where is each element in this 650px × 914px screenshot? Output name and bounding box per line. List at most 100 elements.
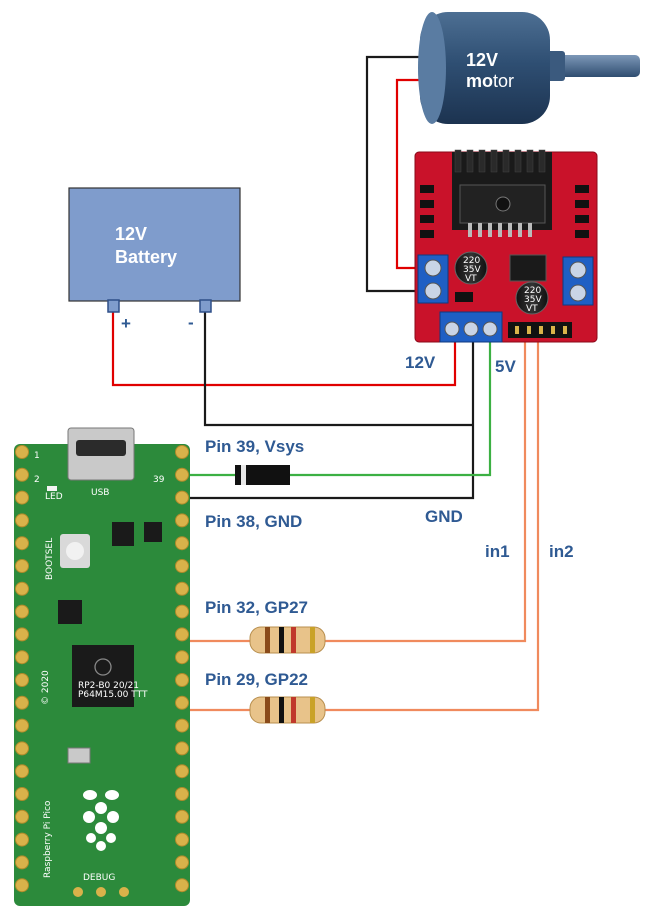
- driver-jumper: [455, 292, 473, 302]
- motor-red-wire: [395, 78, 424, 270]
- pico-pin-pad: [15, 764, 29, 779]
- battery-label-line1: 12V: [115, 224, 147, 244]
- svg-text:BOOTSEL: BOOTSEL: [45, 538, 55, 580]
- svg-text:39: 39: [153, 475, 165, 485]
- motor-body: [420, 12, 550, 124]
- pico-pin-pad: [15, 490, 29, 505]
- pico-pin-pad: [15, 513, 29, 528]
- pico-pin-pad: [15, 559, 29, 573]
- pin39-label: Pin 39, Vsys: [205, 437, 304, 456]
- battery-positive-terminal: [107, 299, 120, 313]
- resistor-in2: [249, 696, 326, 724]
- capacitor-1: [454, 251, 488, 285]
- battery-negative-wire: [203, 311, 473, 427]
- pico-pin-pad: [15, 718, 29, 733]
- driver-12v-label: 12V: [405, 353, 436, 372]
- motor: 12V motor: [418, 12, 640, 124]
- battery-minus-sign: -: [188, 313, 194, 332]
- pico-pin-pad: [175, 764, 189, 779]
- pico-pin-pad: [175, 787, 189, 801]
- svg-text:USB: USB: [91, 488, 109, 498]
- led: [47, 486, 57, 491]
- pico-pin-pad: [15, 809, 29, 824]
- diode: [235, 465, 290, 485]
- battery-body: [68, 187, 241, 302]
- pico-pin-pad: [15, 604, 29, 619]
- svg-text:220: 220: [463, 256, 480, 266]
- pico-pin-pad: [175, 627, 189, 642]
- pico-pin-pad: [15, 673, 29, 687]
- pico-pin-pad: [175, 467, 189, 482]
- raspberry-pi-pico: USB 1 2 39 LED BOOTSEL RP2-B0 20/21 P64M…: [14, 427, 190, 906]
- motor-shaft: [545, 55, 640, 77]
- motor-driver-board: 220 35V VT 220 35V VT: [414, 149, 598, 343]
- battery-label-line2: Battery: [115, 247, 177, 267]
- pico-pin-pad: [15, 787, 29, 801]
- svg-text:© 2020: © 2020: [41, 670, 51, 705]
- pico-pin-pad: [175, 559, 189, 573]
- in1-label: in1: [485, 542, 510, 561]
- pico-pin-pad: [175, 878, 189, 893]
- pico-pin-pad: [175, 604, 189, 619]
- pin38-label: Pin 38, GND: [205, 512, 302, 531]
- svg-text:2: 2: [34, 475, 40, 485]
- pico-pin-pad: [175, 581, 189, 596]
- motor-label-line2: motor: [466, 71, 514, 91]
- voltage-regulator: [509, 254, 547, 282]
- pico-pin-pad: [15, 536, 29, 551]
- pico-pin-pad: [15, 445, 29, 459]
- pico-pin-pad: [175, 490, 189, 505]
- svg-text:220: 220: [524, 286, 541, 296]
- pico-pin-pad: [175, 832, 189, 847]
- pico-pin-pad: [175, 650, 189, 665]
- battery-positive-wire: [111, 311, 457, 387]
- pico-pin-pad: [15, 581, 29, 596]
- pico-pin-pad: [15, 878, 29, 893]
- gnd-label: GND: [425, 507, 463, 526]
- pico-pin-pad: [15, 627, 29, 642]
- svg-text:P64M15.00 TTT: P64M15.00 TTT: [78, 690, 148, 700]
- pico-pin-pad: [15, 855, 29, 870]
- driver-gnd-wire: [185, 336, 475, 500]
- pico-pin-pad: [175, 673, 189, 687]
- svg-text:35V: 35V: [524, 295, 542, 305]
- resistor-in1: [249, 626, 326, 654]
- battery-plus-sign: +: [121, 314, 131, 333]
- motor-black-wire: [365, 55, 424, 293]
- driver-5v-label: 5V: [495, 357, 516, 376]
- svg-text:RP2-B0 20/21: RP2-B0 20/21: [78, 681, 139, 691]
- pico-pin-pad: [175, 445, 189, 459]
- raspberry-logo: [83, 790, 119, 851]
- pin29-label: Pin 29, GP22: [205, 670, 308, 689]
- pico-pin-pad: [175, 809, 189, 824]
- pico-pin-pad: [15, 467, 29, 482]
- pico-pin-pad: [15, 695, 29, 710]
- wires: [111, 55, 540, 712]
- in2-label: in2: [549, 542, 574, 561]
- pico-pin-pad: [15, 832, 29, 847]
- pico-pin-pad: [175, 718, 189, 733]
- pico-pin-pad: [175, 855, 189, 870]
- motor-label-line1: 12V: [466, 50, 498, 70]
- battery-negative-terminal: [199, 299, 212, 313]
- battery: 12V Battery + -: [68, 187, 241, 333]
- pico-pin-pad: [175, 513, 189, 528]
- svg-text:VT: VT: [526, 304, 538, 314]
- pico-pin-pad: [175, 695, 189, 710]
- svg-text:35V: 35V: [463, 265, 481, 275]
- pico-pin-pad: [15, 650, 29, 665]
- rp2040-chip: [72, 645, 134, 707]
- svg-text:Raspberry Pi Pico: Raspberry Pi Pico: [43, 800, 53, 878]
- svg-text:LED: LED: [45, 492, 63, 502]
- pico-pins-left: [15, 445, 29, 893]
- pico-pin-pad: [175, 536, 189, 551]
- svg-text:VT: VT: [465, 274, 477, 284]
- svg-text:1: 1: [34, 451, 40, 461]
- pin32-label: Pin 32, GP27: [205, 598, 308, 617]
- pico-pin-pad: [15, 741, 29, 756]
- capacitor-2: [515, 281, 549, 315]
- pico-pins-right: [175, 445, 189, 893]
- svg-text:DEBUG: DEBUG: [83, 873, 115, 883]
- pico-pin-pad: [175, 741, 189, 756]
